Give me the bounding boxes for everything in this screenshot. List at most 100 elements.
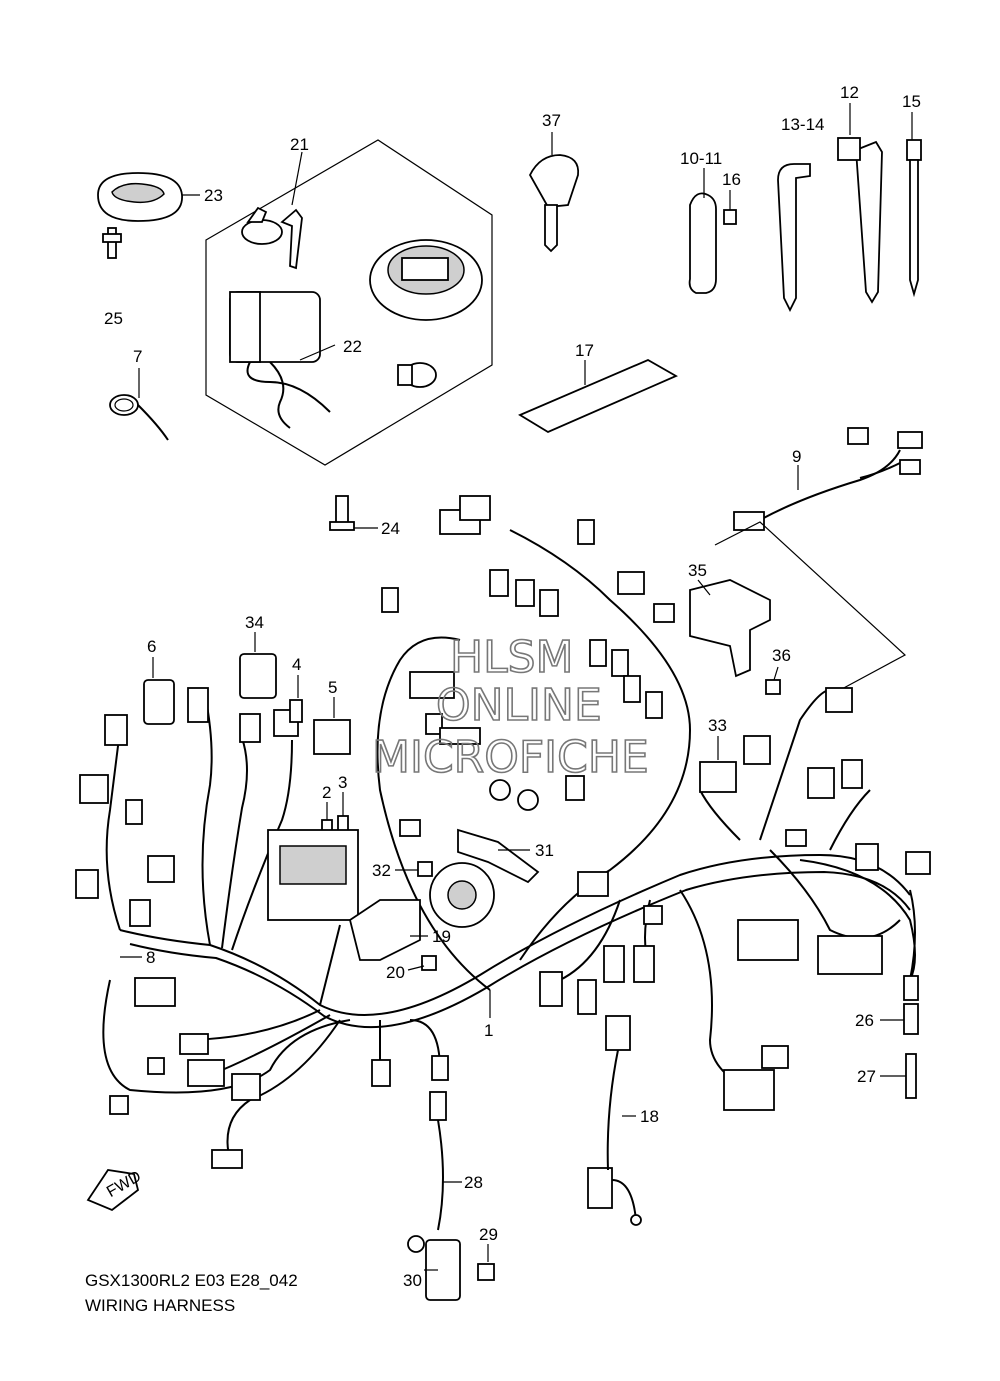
sensor-27 (905, 1053, 917, 1099)
spring-coil (109, 394, 139, 416)
callout-4: 4 (292, 655, 301, 674)
connector-9b (897, 431, 923, 449)
connector-d (129, 899, 151, 927)
connector-f (147, 855, 175, 883)
connector-a (104, 714, 128, 746)
connector-z9 (623, 675, 641, 703)
connector-d2 (539, 971, 563, 1007)
ecu-connector-b (817, 935, 883, 975)
connector-s (381, 587, 399, 613)
connector-c (75, 869, 99, 899)
cable-tie-15 (909, 159, 919, 298)
callout-21: 21 (290, 135, 309, 154)
connector-9d (847, 427, 869, 445)
callout-8: 8 (146, 948, 155, 967)
bolt-shank (107, 227, 117, 259)
connector-z3 (539, 589, 559, 617)
clamp-10 (688, 192, 717, 294)
kit-frame (205, 139, 493, 466)
key-cylinder (241, 219, 283, 245)
callout-2: 2 (322, 783, 331, 802)
bolt-24 (329, 495, 378, 531)
callout-33: 33 (708, 716, 727, 735)
bracket-19 (348, 899, 421, 961)
callout-1: 1 (484, 1021, 493, 1040)
tape-17 (518, 358, 679, 434)
sensor-a (489, 779, 511, 801)
connector-c5 (825, 687, 853, 713)
connector-d3 (577, 979, 597, 1015)
callout-5: 5 (328, 678, 337, 697)
connector-j (134, 977, 176, 1007)
callout-37: 37 (542, 111, 561, 130)
bolt-36 (765, 679, 781, 695)
key-blade (544, 204, 558, 253)
ignition-switch-group (205, 139, 493, 466)
branch-right-4 (769, 849, 901, 939)
harness-9-wire (759, 449, 901, 521)
branch-low-4 (102, 979, 351, 1094)
connector-l (187, 1059, 225, 1087)
callout-12: 12 (840, 83, 859, 102)
branch-low-2 (209, 1014, 331, 1076)
connector-p (147, 1057, 165, 1075)
connector-33a (743, 735, 771, 765)
connector-c4 (905, 851, 931, 875)
switch-lead-2 (246, 361, 331, 413)
callout-20: 20 (386, 963, 405, 982)
connector-k (179, 1033, 209, 1055)
relay-6 (143, 679, 175, 725)
connector-z6 (653, 603, 675, 623)
switch-lead (437, 1119, 444, 1231)
relay-34 (239, 653, 277, 699)
tie-head (906, 139, 922, 161)
harness-18 (606, 1049, 619, 1171)
switch-connector (429, 1091, 447, 1121)
connector-33b (699, 761, 737, 793)
leader-22 (299, 344, 336, 361)
callout-23: 23 (204, 186, 223, 205)
diagram-title: WIRING HARNESS (85, 1296, 235, 1315)
model-code: GSX1300RL2 E03 E28_042 (85, 1271, 298, 1290)
callout-16: 16 (722, 170, 741, 189)
connector-b (79, 774, 109, 804)
bolt-32 (417, 861, 433, 877)
switch-28-30 (407, 1091, 495, 1301)
callout-29: 29 (479, 1225, 498, 1244)
callout-27: 27 (857, 1067, 876, 1086)
callout-22: 22 (343, 337, 362, 356)
callout-10-11: 10-11 (680, 149, 722, 168)
bracket-plate (689, 579, 771, 678)
connector-c2 (841, 759, 863, 789)
branch-right-6 (759, 689, 831, 841)
connector-18a (605, 1015, 631, 1051)
callout-34: 34 (245, 613, 264, 632)
connector-g (187, 687, 209, 723)
harness-trunk-a (119, 853, 911, 1016)
connector-d1 (577, 871, 609, 897)
fwd-arrow-icon: FWD (86, 1168, 144, 1212)
connector-t (409, 671, 455, 699)
callout-28: 28 (464, 1173, 483, 1192)
spring-arm (137, 404, 169, 441)
callout-18: 18 (640, 1107, 659, 1126)
branch-5b (231, 739, 293, 951)
connector-9c (899, 459, 921, 475)
connector-e (125, 799, 143, 825)
cover-23 (97, 172, 200, 222)
callout-24: 24 (381, 519, 400, 538)
sensor-b (517, 789, 539, 811)
watermark-line1: HLSM (450, 632, 574, 683)
connector-d6 (643, 905, 663, 925)
branch-5a (221, 737, 248, 949)
bracket-35 (689, 579, 781, 695)
watermark-line2: ONLINE (436, 680, 602, 731)
harness-9-branch (859, 462, 901, 479)
branch-right-5 (799, 859, 916, 981)
sub-harness-9 (733, 427, 923, 531)
connectors (75, 495, 931, 1226)
leader-21 (291, 151, 303, 206)
callout-35: 35 (688, 561, 707, 580)
connector-z10 (645, 691, 663, 719)
sensor-26-body (903, 1003, 919, 1035)
